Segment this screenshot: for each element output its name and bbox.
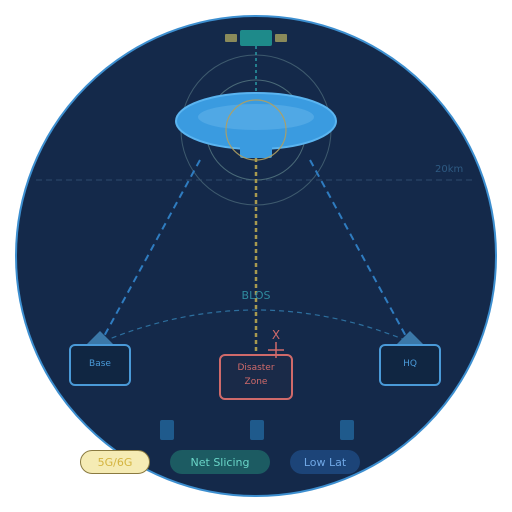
range-label: 20km [435, 164, 464, 175]
left-station [69, 331, 131, 386]
tag-5g6g: 5G/6G [80, 450, 150, 474]
disaster-zone [219, 342, 293, 400]
coverage-arc [94, 309, 418, 346]
tag-low-lat: Low Lat [290, 450, 360, 474]
disaster-label-line2: Zone [244, 377, 268, 387]
tag-low-lat-label: Low Lat [303, 455, 347, 469]
link-left-station [101, 159, 201, 341]
link-right-station [309, 159, 409, 341]
tag-net-slicing-label: Net Slicing [190, 455, 250, 469]
ground-sensor-3 [340, 420, 354, 440]
disaster-label-line1: Disaster [237, 363, 275, 373]
bvlos-label: BLOS [241, 289, 271, 302]
disaster-marker: X [271, 328, 281, 342]
tag-net-slicing: Net Slicing [170, 450, 270, 474]
tag-5g6g-label: 5G/6G [97, 455, 133, 469]
satellite [225, 30, 287, 46]
right-station-label: HQ [403, 359, 417, 369]
right-station [379, 331, 441, 386]
ground-sensor-2 [250, 420, 264, 440]
left-station-label: Base [89, 359, 111, 369]
ground-sensor-1 [160, 420, 174, 440]
